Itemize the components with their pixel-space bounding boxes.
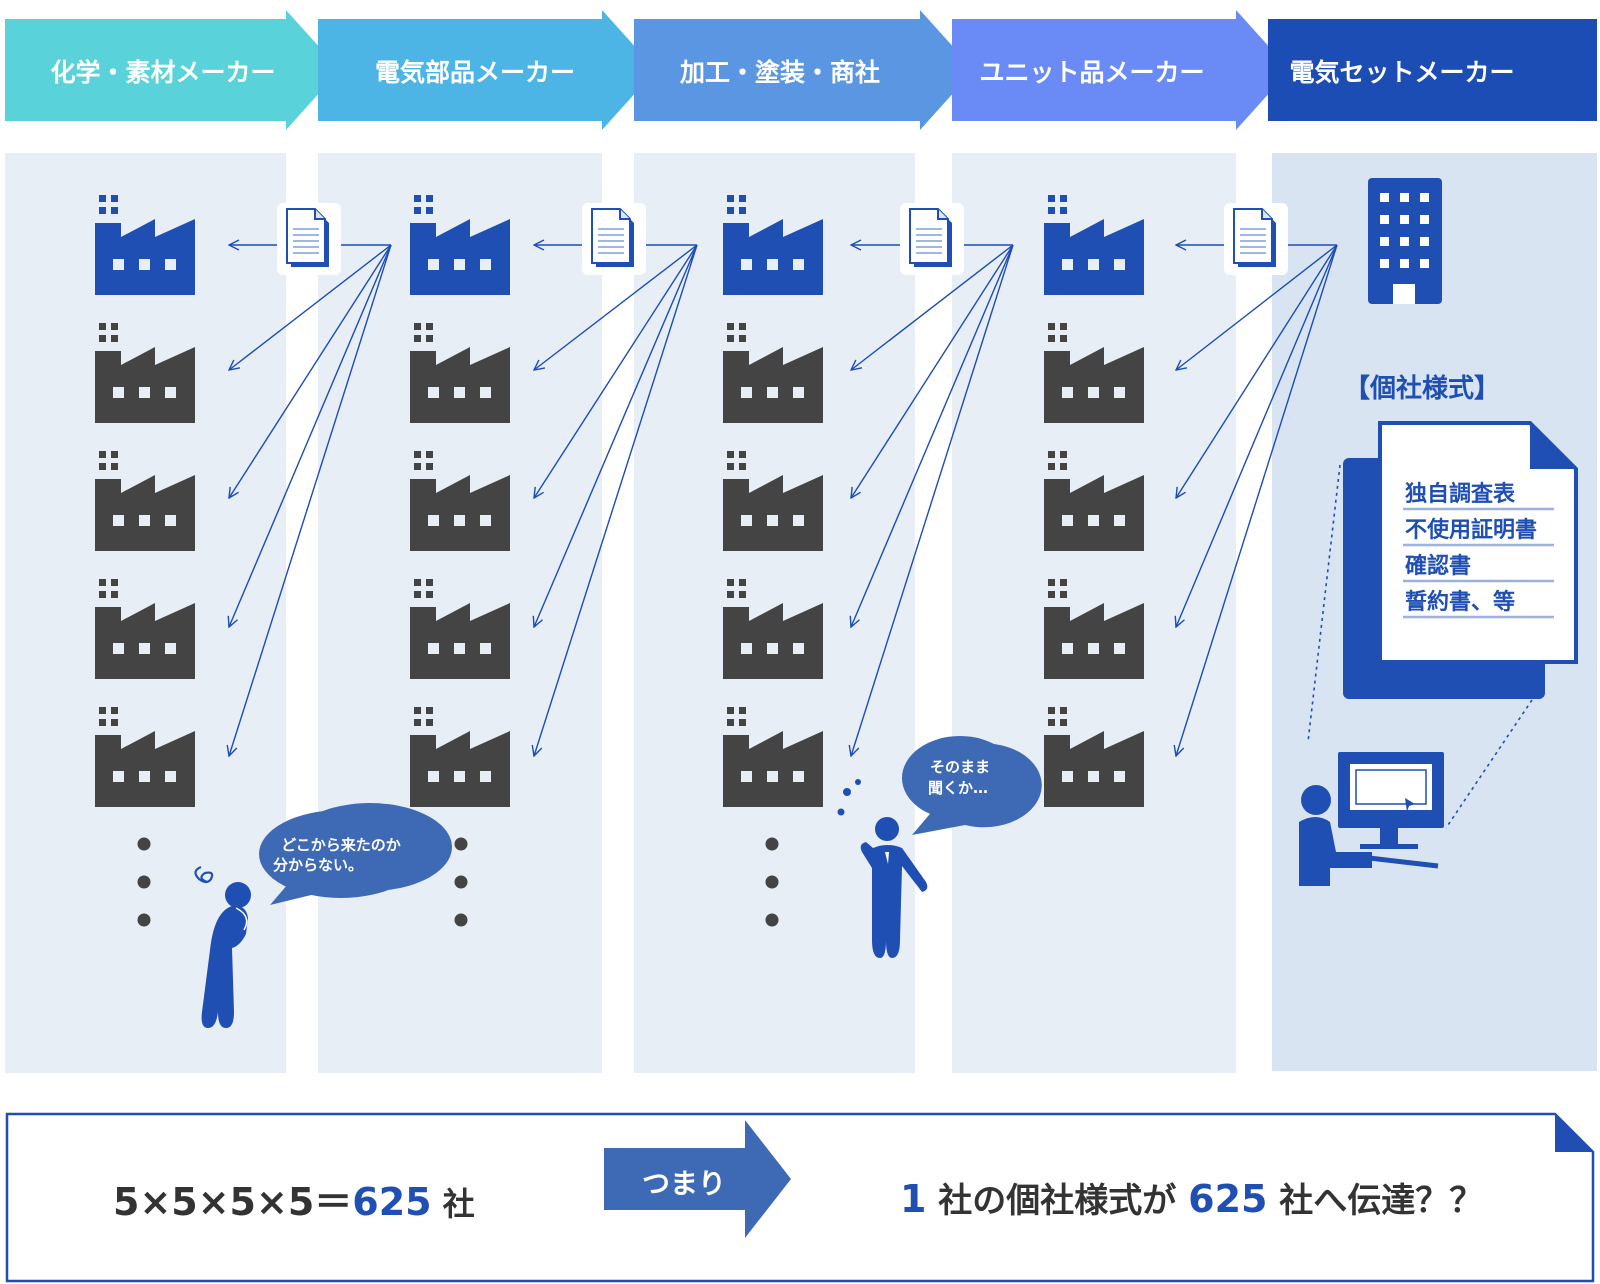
stage-label-chemical-materials: 化学・素材メーカー <box>50 58 275 87</box>
flow-arrow <box>851 244 1014 756</box>
form-card-title: 【個社様式】 <box>1344 373 1500 404</box>
form-item-nonuse-certificate: 不使用証明書 <box>1405 517 1537 543</box>
ellipsis-dot <box>137 837 151 851</box>
ellipsis-dot <box>765 837 779 851</box>
form-card-items: 独自調査表 不使用証明書 確認書 誓約書、等 <box>1403 481 1554 619</box>
sweating-person-icon <box>837 779 928 958</box>
bubble-confused-line1: どこから来たのか <box>281 836 401 854</box>
bubble-confused-line2: 分からない。 <box>273 856 363 874</box>
conclusion-text: 1 社の個社様式が 625 社へ伝達？？ <box>900 1177 1483 1221</box>
ellipsis-dot <box>137 913 151 927</box>
flow-arrow <box>1176 244 1338 498</box>
form-item-survey: 独自調査表 <box>1405 481 1516 507</box>
stage-chevron-4 <box>952 10 1290 130</box>
flow-arrow <box>229 244 392 756</box>
ellipsis-dot <box>454 913 468 927</box>
flow-arrow <box>1176 244 1338 756</box>
ellipsis-dot <box>765 913 779 927</box>
form-item-pledge: 誓約書、等 <box>1405 589 1515 615</box>
ellipsis-dot <box>137 875 151 889</box>
document-icon <box>1224 203 1288 275</box>
flow-arrow <box>229 244 392 370</box>
stage-chevron-2 <box>318 10 656 130</box>
ellipsis-dot <box>454 837 468 851</box>
flow-arrow <box>534 244 698 370</box>
document-icon <box>900 203 964 275</box>
conclusion-end: 社へ伝達？？ <box>1267 1181 1483 1221</box>
speech-bubble-confused: どこから来たのか 分からない。 <box>259 803 452 905</box>
office-building-icon <box>1368 178 1442 304</box>
speech-bubble-hesitant: そのまま 聞くか… <box>902 736 1042 835</box>
stage-chevron-5 <box>1268 19 1597 121</box>
stage-label-set-maker: 電気セットメーカー <box>1289 58 1514 87</box>
formula-text: 5×5×5×5＝625 社 <box>113 1180 475 1224</box>
company-form-card: 【個社様式】 独自調査表 不使用証明書 確認書 誓約書、等 <box>1307 373 1578 829</box>
conclusion-mid: 社の個社様式が <box>926 1181 1188 1221</box>
conclusion-number2: 625 <box>1188 1177 1267 1221</box>
stage-label-unit-maker: ユニット品メーカー <box>979 58 1204 87</box>
stage-label-electrical-parts: 電気部品メーカー <box>375 58 575 87</box>
ellipsis-dot <box>765 875 779 889</box>
computer-user-icon <box>1299 752 1444 886</box>
conclusion-number1: 1 <box>900 1177 926 1221</box>
flow-arrow <box>229 244 392 627</box>
bubble-hesitant-line2: 聞くか… <box>928 779 988 797</box>
flow-arrow <box>229 244 392 498</box>
flow-arrow <box>851 244 1014 370</box>
form-item-confirmation: 確認書 <box>1405 553 1471 579</box>
stage-chevron-3 <box>634 10 974 130</box>
arrow-label: つまり <box>642 1167 726 1200</box>
flow-arrow <box>851 244 1014 498</box>
summary-box: 5×5×5×5＝625 社 つまり 1 社の個社様式が 625 社へ伝達？？ <box>5 1112 1595 1283</box>
document-icon <box>582 203 646 275</box>
stage-chevron-1 <box>5 10 340 130</box>
document-icon <box>277 203 341 275</box>
formula-unit: 社 <box>432 1185 475 1223</box>
worried-person-icon <box>194 865 251 1028</box>
stage-label-processing-trading: 加工・塗装・商社 <box>679 58 880 87</box>
ellipsis-dot <box>454 875 468 889</box>
formula-left: 5×5×5×5＝ <box>113 1180 352 1224</box>
flow-arrow <box>534 244 698 627</box>
flow-arrow <box>1176 244 1338 627</box>
bubble-hesitant-line1: そのまま <box>930 758 990 776</box>
flow-arrow <box>534 244 698 756</box>
formula-number: 625 <box>352 1180 431 1224</box>
flow-arrow <box>1176 244 1338 370</box>
flow-arrow <box>534 244 698 498</box>
flow-arrow <box>851 244 1014 627</box>
